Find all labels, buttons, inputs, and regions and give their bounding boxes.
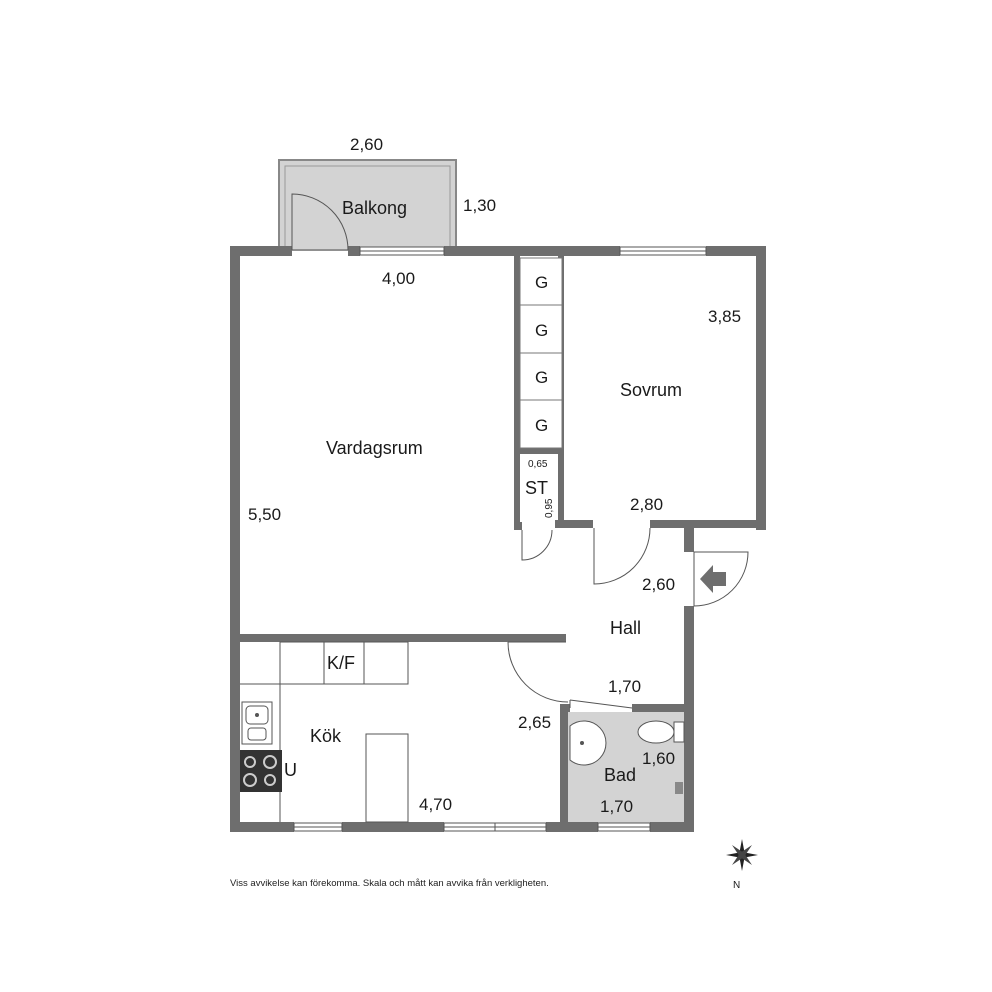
room-label-hall: Hall bbox=[610, 618, 641, 638]
towel-hook-icon bbox=[675, 782, 683, 794]
wardrobe-label: G bbox=[535, 416, 548, 435]
room-label-sovrum: Sovrum bbox=[620, 380, 682, 400]
room-label-vardagsrum: Vardagsrum bbox=[326, 438, 423, 458]
dimension-label: 1,30 bbox=[463, 196, 496, 215]
entrance-arrow-icon bbox=[700, 565, 726, 593]
toilet-icon bbox=[637, 720, 685, 744]
compass-icon bbox=[726, 839, 758, 871]
dimension-label: 0,65 bbox=[528, 459, 548, 470]
walls bbox=[230, 246, 766, 832]
room-label-bad: Bad bbox=[604, 765, 636, 785]
dimension-label: 5,50 bbox=[248, 505, 281, 524]
windows bbox=[293, 246, 707, 832]
wardrobe-label: G bbox=[535, 368, 548, 387]
dimension-label: 1,70 bbox=[600, 797, 633, 816]
dimension-label: 2,80 bbox=[630, 495, 663, 514]
dimension-label: 2,60 bbox=[350, 135, 383, 154]
washbasin-icon bbox=[569, 720, 607, 766]
dimension-label: 2,60 bbox=[642, 575, 675, 594]
wardrobe-label: G bbox=[535, 321, 548, 340]
room-label-storage: ST bbox=[525, 478, 548, 498]
balcony-area bbox=[278, 159, 457, 251]
fridge-label: K/F bbox=[327, 653, 355, 673]
room-label-balkong: Balkong bbox=[342, 198, 407, 218]
dimension-label: 4,70 bbox=[419, 795, 452, 814]
dimension-label: 1,70 bbox=[608, 677, 641, 696]
compass-north-label: N bbox=[733, 880, 740, 891]
dimension-label: 1,60 bbox=[642, 749, 675, 768]
wardrobe-label: G bbox=[535, 273, 548, 292]
sink-icon bbox=[241, 701, 273, 745]
stove-icon bbox=[240, 750, 282, 792]
room-label-kok: Kök bbox=[310, 726, 342, 746]
disclaimer-text: Viss avvikelse kan förekomma. Skala och … bbox=[230, 878, 549, 889]
stove-label: U bbox=[284, 760, 297, 780]
dimension-label: 4,00 bbox=[382, 269, 415, 288]
wardrobe bbox=[519, 257, 563, 449]
dimension-label: 3,85 bbox=[708, 307, 741, 326]
dimension-label: 0,95 bbox=[544, 498, 555, 518]
dimension-label: 2,65 bbox=[518, 713, 551, 732]
